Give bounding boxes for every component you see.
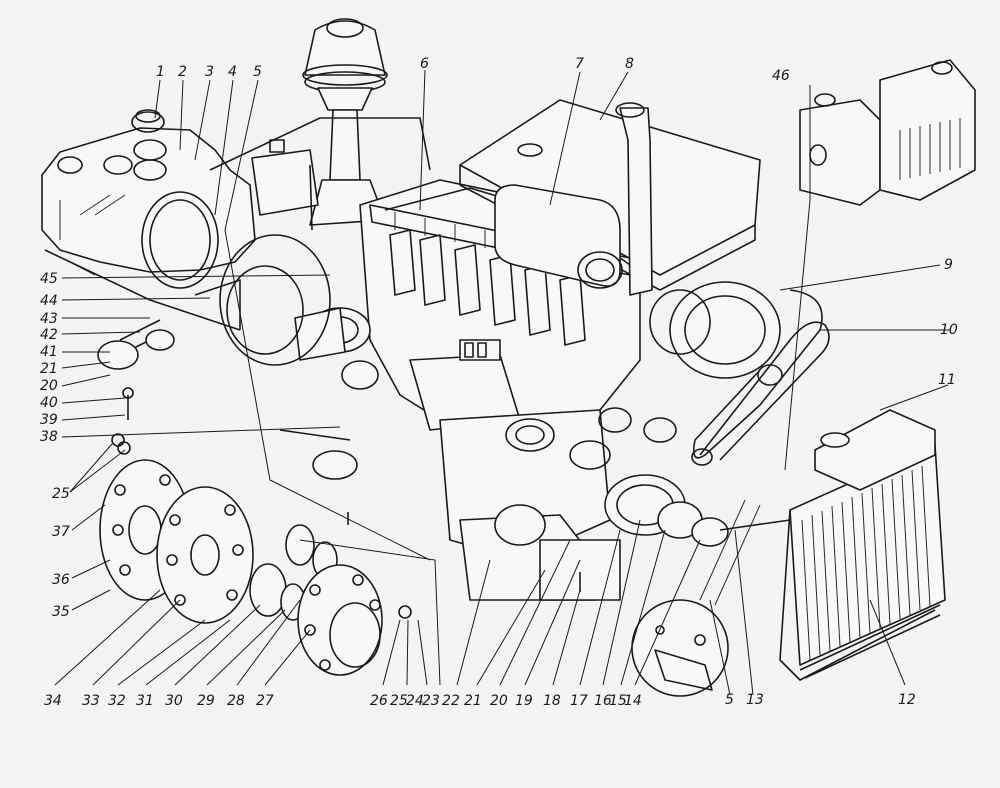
- label-10: 10: [940, 322, 958, 338]
- label-31: 31: [136, 693, 154, 709]
- label-40: 40: [40, 395, 58, 411]
- label-7: 7: [575, 56, 584, 72]
- leader-lines: [54, 69, 950, 696]
- label-8: 8: [625, 56, 634, 72]
- label-9: 9: [944, 257, 953, 273]
- label-41: 41: [40, 344, 58, 360]
- flange-disc-32: [156, 486, 254, 624]
- label-17: 17: [570, 693, 588, 709]
- label-16: 16: [594, 693, 612, 709]
- label-6: 6: [420, 56, 429, 72]
- label-34: 34: [44, 693, 62, 709]
- label-22: 22: [442, 693, 460, 709]
- label-33: 33: [82, 693, 100, 709]
- label-5: 5: [253, 64, 262, 80]
- water-pump: [604, 474, 791, 547]
- label-4: 4: [228, 64, 237, 80]
- label-42: 42: [40, 327, 58, 343]
- flange-disc-27: [297, 564, 412, 676]
- label-3: 3: [205, 64, 214, 80]
- label-11: 11: [938, 372, 956, 388]
- label-43: 43: [40, 311, 58, 327]
- label-37: 37: [52, 524, 70, 540]
- label-1: 1: [156, 64, 165, 80]
- label-26: 26: [370, 693, 388, 709]
- label-36: 36: [52, 572, 70, 588]
- label-21: 21: [40, 361, 58, 377]
- label-18: 18: [543, 693, 561, 709]
- small-tank: [209, 117, 431, 231]
- label-45: 45: [40, 271, 58, 287]
- label-32: 32: [108, 693, 126, 709]
- label-38: 38: [40, 429, 58, 445]
- label-30: 30: [165, 693, 183, 709]
- small-bolts: [97, 319, 581, 592]
- label-24: 24: [406, 693, 424, 709]
- label-19: 19: [515, 693, 533, 709]
- label-25: 25: [52, 486, 70, 502]
- label-15: 15: [609, 693, 627, 709]
- coupling-parts: [249, 524, 338, 621]
- label-14: 14: [624, 693, 642, 709]
- starter-motor: [294, 307, 379, 390]
- label-23: 23: [422, 693, 440, 709]
- label-46: 46: [772, 68, 790, 84]
- label-12: 12: [898, 692, 916, 708]
- label-35: 35: [52, 604, 70, 620]
- label-13: 13: [746, 692, 764, 708]
- label-20b: 20: [490, 693, 508, 709]
- fuel-tank: [459, 99, 761, 296]
- label-5b: 5: [725, 692, 734, 708]
- expansion-tank: [799, 59, 976, 206]
- label-27: 27: [256, 693, 274, 709]
- generator: [649, 281, 823, 459]
- label-25b: 25: [390, 693, 408, 709]
- label-20: 20: [40, 378, 58, 394]
- label-39: 39: [40, 412, 58, 428]
- label-2: 2: [178, 64, 187, 80]
- gearbox-housing: [41, 109, 256, 331]
- label-21b: 21: [464, 693, 482, 709]
- label-29: 29: [197, 693, 215, 709]
- label-44: 44: [40, 293, 58, 309]
- part-labels: 1 2 3 4 5 6 7 8 46 9 10 11 12 13 5 45 44…: [40, 56, 958, 709]
- radiator: [779, 409, 946, 681]
- label-28: 28: [227, 693, 245, 709]
